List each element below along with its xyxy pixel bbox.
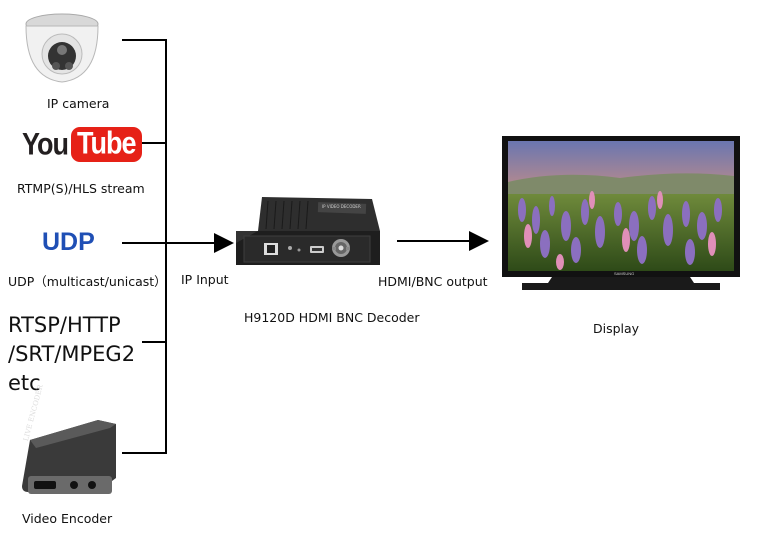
rtsp-line-2: /SRT/MPEG2 — [8, 342, 136, 366]
udp-logo: UDP — [42, 228, 95, 256]
youtube-tube-box: Tube — [71, 125, 142, 162]
rtsp-line-1: RTSP/HTTP — [8, 313, 121, 337]
youtube-logo: You Tube — [22, 125, 142, 163]
youtube-you-text: You — [22, 126, 69, 161]
youtube-tube-text: Tube — [77, 125, 136, 160]
ip-camera-label: IP camera — [47, 96, 110, 111]
ip-input-label: IP Input — [181, 272, 229, 287]
rtmp-label: RTMP(S)/HLS stream — [17, 181, 145, 196]
decoder-label: H9120D HDMI BNC Decoder — [244, 310, 420, 325]
udp-label: UDP（multicast/unicast） — [8, 274, 167, 289]
rtsp-text-block: RTSP/HTTP /SRT/MPEG2 etc — [8, 311, 135, 398]
tv-brand-text: SAMSUNG — [614, 271, 635, 276]
rtsp-line-3: etc — [8, 371, 41, 395]
display-label: Display — [593, 321, 640, 336]
decoder-face-text: IP VIDEO DECODER — [322, 204, 361, 209]
video-encoder-label: Video Encoder — [22, 511, 113, 526]
output-label: HDMI/BNC output — [378, 274, 488, 289]
